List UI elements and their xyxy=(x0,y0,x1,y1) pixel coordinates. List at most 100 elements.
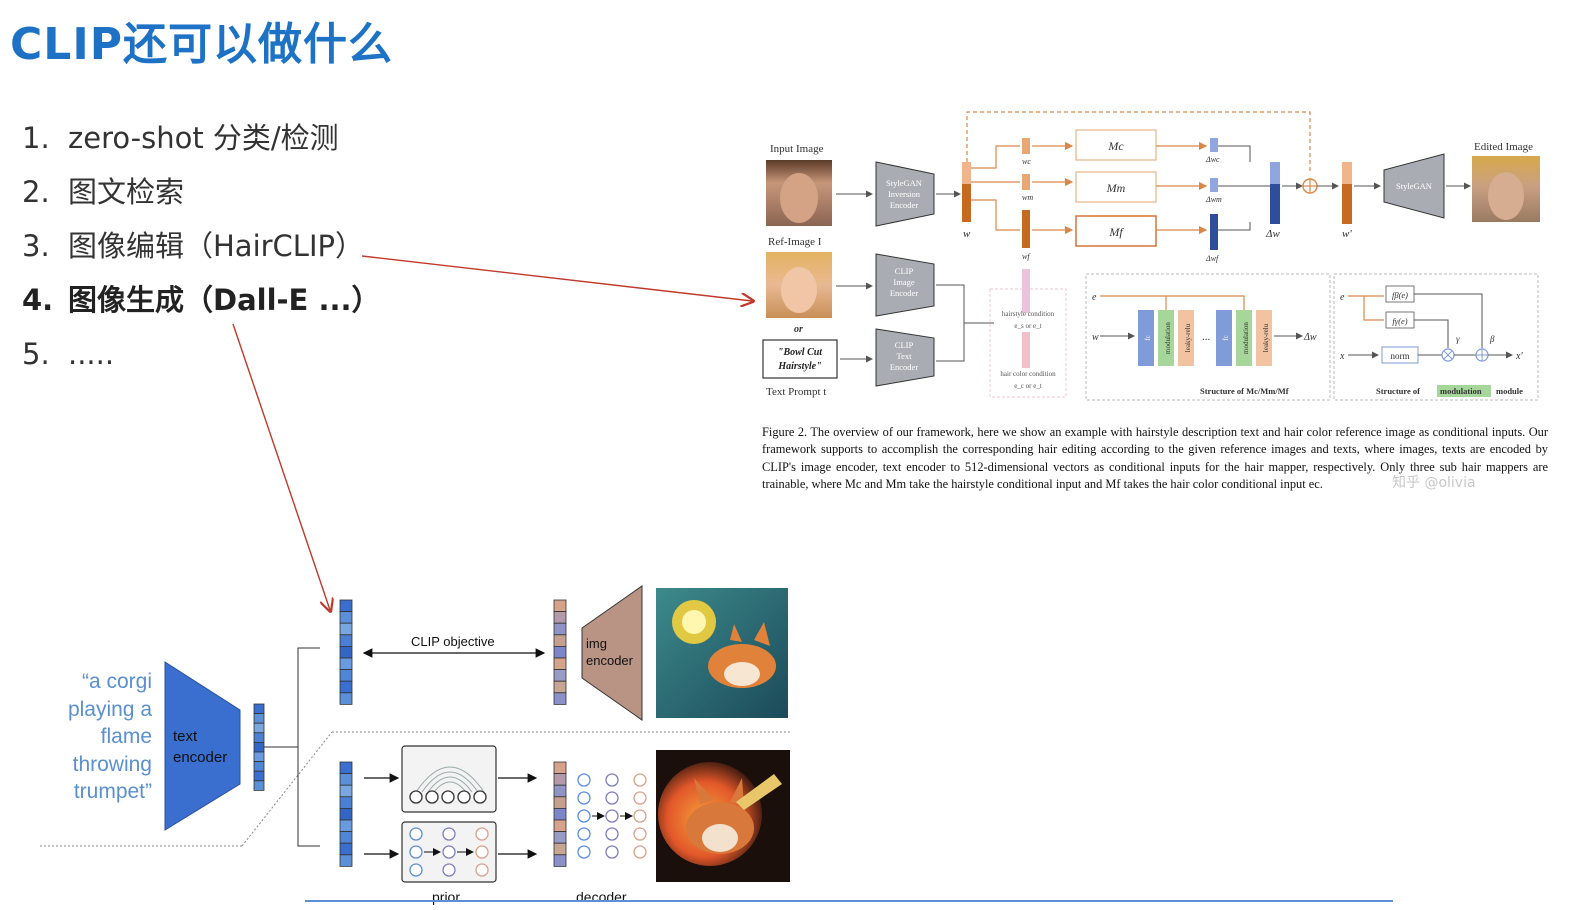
encoder-label: Image xyxy=(893,277,914,287)
w-prime-top xyxy=(1342,162,1352,184)
embedding-cell xyxy=(553,669,567,682)
delta-wm-label: Δwm xyxy=(1205,195,1222,204)
embedding-cell xyxy=(253,770,265,782)
modulation-caption-pre: Structure of xyxy=(1376,386,1420,396)
embedding-cell xyxy=(553,634,567,647)
hairstyle-condition-vector xyxy=(1022,269,1030,313)
encoder-label: CLIP xyxy=(895,266,914,276)
list-number: 3. xyxy=(22,229,50,263)
text-encoder xyxy=(164,661,241,831)
embedding-cell xyxy=(253,751,265,763)
embedding-cell xyxy=(339,773,353,786)
clip-image-encoder xyxy=(875,253,935,317)
skip-connection xyxy=(966,111,1311,174)
figure-caption: Figure 2. The overview of our framework,… xyxy=(762,425,1548,491)
modulation-label: modulation xyxy=(1164,322,1172,354)
list-number: 4. xyxy=(22,283,54,317)
connector xyxy=(1414,293,1483,348)
prior-nodes xyxy=(409,790,487,804)
delta-wm-vector xyxy=(1210,178,1218,192)
prior-arcs xyxy=(415,766,485,793)
embedding-cell xyxy=(253,761,265,772)
modulation-layer xyxy=(1236,310,1252,366)
modulation-structure-box xyxy=(1333,273,1539,401)
modulation-label: modulation xyxy=(1242,322,1250,354)
corgi-shape xyxy=(702,824,738,852)
delta-w-label: Δw xyxy=(1265,228,1280,240)
w-prime-vector xyxy=(1342,162,1352,224)
w-latent-top xyxy=(962,162,971,184)
encoder-label: StyleGAN xyxy=(886,178,922,188)
text-prompt-box xyxy=(762,339,838,379)
delta-wf-label: Δwf xyxy=(1205,254,1220,263)
clip-text-embedding xyxy=(339,599,353,705)
hairclip-figure: Input Image Ref-Image I or "Bowl Cut Hai… xyxy=(762,111,1540,401)
embedding-cell xyxy=(339,796,353,809)
arrow-to-hairclip xyxy=(361,255,752,301)
embedding-cell xyxy=(553,854,567,867)
x-prime-label: x' xyxy=(1515,351,1523,362)
embedding-cell xyxy=(553,807,567,821)
embedding-cell xyxy=(339,622,353,636)
modulation-caption-hl: modulation xyxy=(1440,386,1482,396)
wf-label: wf xyxy=(1022,252,1031,261)
prior-diffusion-box xyxy=(401,745,497,813)
ref-face-shape xyxy=(781,267,817,313)
image-embedding xyxy=(553,599,567,705)
dalle-diagram: text encoder CLIP objective img encoder … xyxy=(40,585,790,905)
img-encoder xyxy=(581,585,643,721)
bracket xyxy=(297,647,320,847)
embedding-cell xyxy=(339,692,353,705)
embedding-cell xyxy=(339,646,353,659)
connector xyxy=(936,284,965,362)
embedding-cell xyxy=(553,680,567,694)
list-text: zero-shot 分类/检测 xyxy=(68,121,339,155)
text-encoder-label: text xyxy=(173,728,198,745)
embedding-cell xyxy=(339,842,353,856)
embedding-cell xyxy=(339,611,353,624)
ref-image-label: Ref-Image I xyxy=(768,236,822,248)
text-encoder-label: encoder xyxy=(173,749,227,766)
delta-w-top xyxy=(1270,162,1280,184)
img-encoder-label: encoder xyxy=(586,653,634,668)
trumpet-shape xyxy=(736,774,782,810)
prompt-text: “a corgi playing a flame throwing trumpe… xyxy=(67,670,152,803)
embedding-cell xyxy=(339,680,353,694)
encoder-label: Inversion xyxy=(888,189,921,199)
merge xyxy=(1218,145,1251,162)
f-beta-label: fβ(e) xyxy=(1392,290,1408,300)
list-item: 4. 图像生成（Dall-E ...） xyxy=(22,280,381,334)
mapper-mf-label: Mf xyxy=(1108,225,1124,239)
corgi-ear xyxy=(694,778,714,804)
embedding-cell xyxy=(553,784,567,798)
list-text: 图像生成（Dall-E ...） xyxy=(68,283,381,317)
embedding-cell xyxy=(553,622,567,636)
list-number: 5. xyxy=(22,337,50,371)
img-encoder-label: img xyxy=(586,636,607,651)
embedding-cell xyxy=(553,692,567,705)
embedding-cell xyxy=(339,634,353,647)
mapper-mf xyxy=(1075,215,1157,247)
encoder-label: Encoder xyxy=(890,362,918,372)
embedding-cell xyxy=(553,611,567,624)
connector xyxy=(1414,319,1449,348)
embedding-cell xyxy=(253,713,265,724)
mapper-mm-label: Mm xyxy=(1106,181,1126,195)
leaky-label: leaky-relu xyxy=(1184,323,1192,352)
watermark: 知乎 @olivia xyxy=(1392,475,1476,491)
prior-ar-nodes xyxy=(409,827,489,877)
fc-label: fc xyxy=(1144,335,1152,340)
embedding-cell xyxy=(553,761,567,775)
embedding-cell xyxy=(253,703,265,715)
mapper-mc xyxy=(1075,129,1157,161)
fc-layer xyxy=(1216,310,1232,366)
list-item: 5...... xyxy=(22,334,381,388)
modulation-highlight xyxy=(1437,385,1491,397)
embedding-cell xyxy=(339,669,353,682)
list-text: ..... xyxy=(68,337,115,371)
corgi-ear xyxy=(730,624,742,642)
dw-label: Δw xyxy=(1303,332,1317,343)
embedding-cell xyxy=(253,722,265,734)
list-number: 1. xyxy=(22,121,50,155)
encoder-label: Encoder xyxy=(890,200,918,210)
